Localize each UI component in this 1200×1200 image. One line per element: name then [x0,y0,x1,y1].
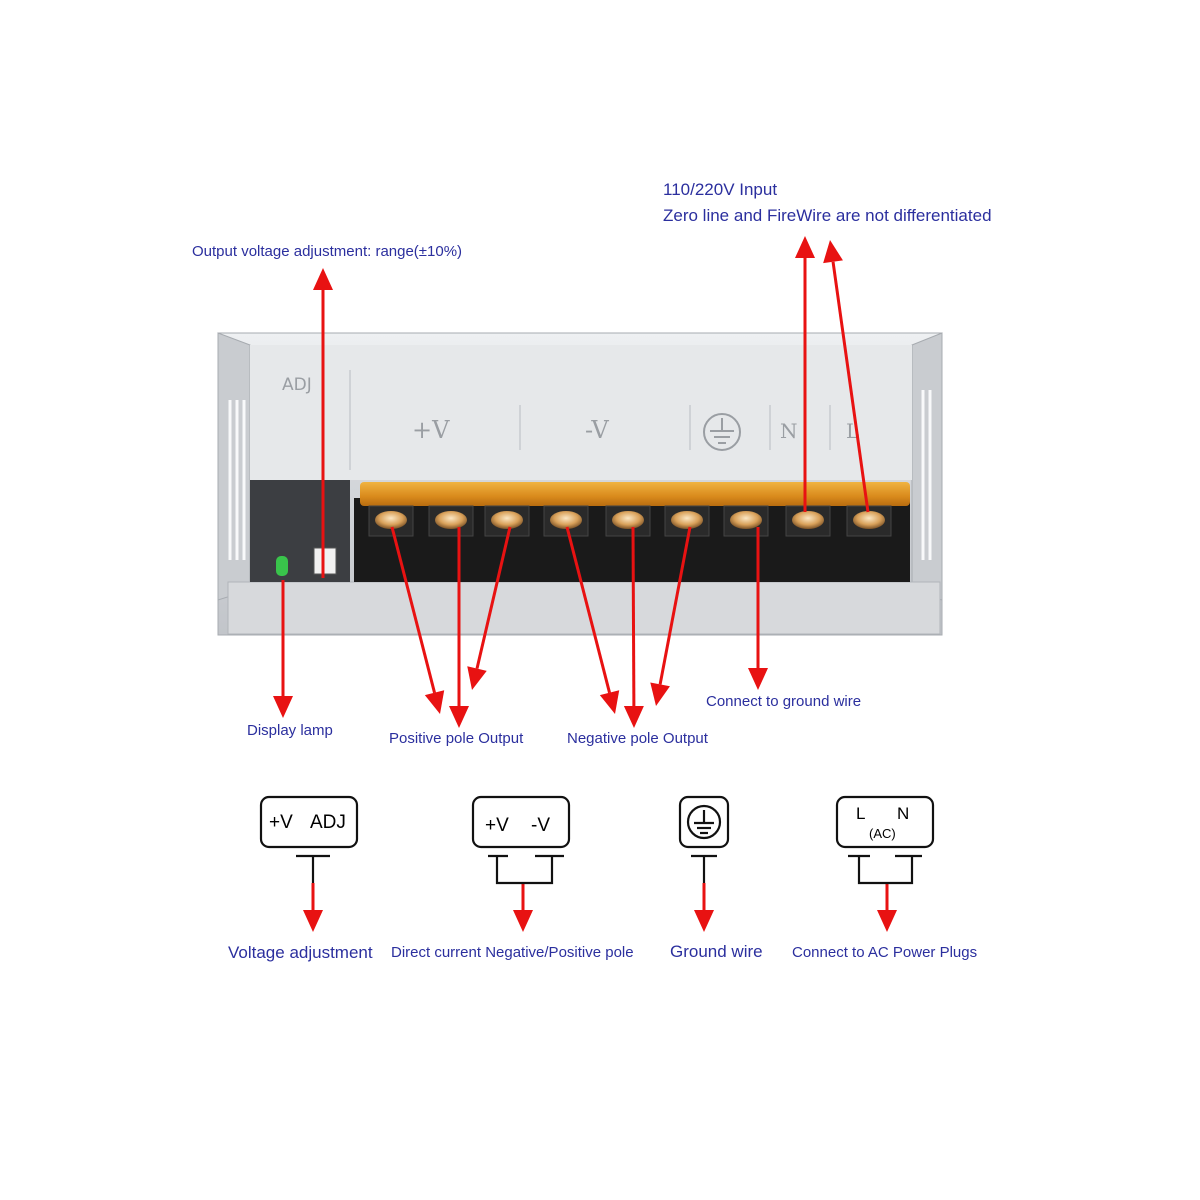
display-lamp-label: Display lamp [247,722,333,739]
arrow-negative-3 [650,526,692,706]
silk-ground-icon [703,413,741,451]
terminal-screw [368,505,414,537]
dc-box [471,795,571,849]
silk-adj: ADJ [282,375,312,395]
arrow-legend-dc [513,883,533,932]
adj-box [259,795,359,849]
legend-ac-text-b: N [897,804,910,823]
arrow-legend-adj [303,883,323,932]
silk-pos: +V [412,416,450,444]
ac-box [835,795,935,849]
arrow-input-n [795,236,815,512]
terminal-screw [723,505,769,537]
adjust-range-label: Output voltage adjustment: range(±10%) [192,243,463,260]
legend-ac-text-a: L [856,804,866,823]
orange-safety-cover [360,482,910,506]
ground-wire-label: Connect to ground wire [706,693,862,710]
arrow-negative-1 [565,526,620,714]
legend-dc-text-a: +V [485,815,509,836]
legend-caption-dc: Direct current Negative/Positive pole [391,944,634,961]
terminal-screw [605,505,651,537]
arrow-legend-ac [877,883,897,932]
terminal-screw [543,505,589,537]
terminal-screw [846,505,892,537]
ground-box [678,795,730,849]
arrow-positive-2 [449,527,469,728]
arrow-display-lamp [273,580,293,718]
legend-symbols [259,795,935,885]
legend-adj-text-a: +V [269,812,293,833]
arrow-input-l [823,240,870,513]
input-label-line1: 110/220V Input [663,180,778,199]
display-lamp-led [276,556,288,576]
silk-n: N [780,419,798,443]
arrow-positive-1 [390,526,445,714]
arrow-ground [748,527,768,690]
adjust-potentiometer [313,547,337,575]
positive-output-label: Positive pole Output [389,730,524,747]
legend-caption-ground: Ground wire [670,942,763,961]
silk-ground-glyph-icon [710,418,734,444]
terminal-screw [664,505,710,537]
legend-caption-ac: Connect to AC Power Plugs [792,944,978,961]
legend-dc-text-b: -V [531,815,550,836]
terminal-screw [428,505,474,537]
input-label-line2: Zero line and FireWire are not different… [663,206,992,225]
legend-adj-text-b: ADJ [310,812,346,833]
legend-ac-text-c: (AC) [869,826,896,841]
arrow-legend-ground [694,883,714,932]
terminal-screw [785,505,831,537]
legend-caption-adj: Voltage adjustment [228,943,373,962]
arrow-adjust [313,268,333,578]
arrow-negative-2 [623,526,644,728]
annotation-arrows [273,236,897,932]
arrow-positive-3 [467,526,512,690]
silk-neg: -V [585,416,609,444]
negative-output-label: Negative pole Output [567,730,708,747]
terminal-screw [484,505,530,537]
